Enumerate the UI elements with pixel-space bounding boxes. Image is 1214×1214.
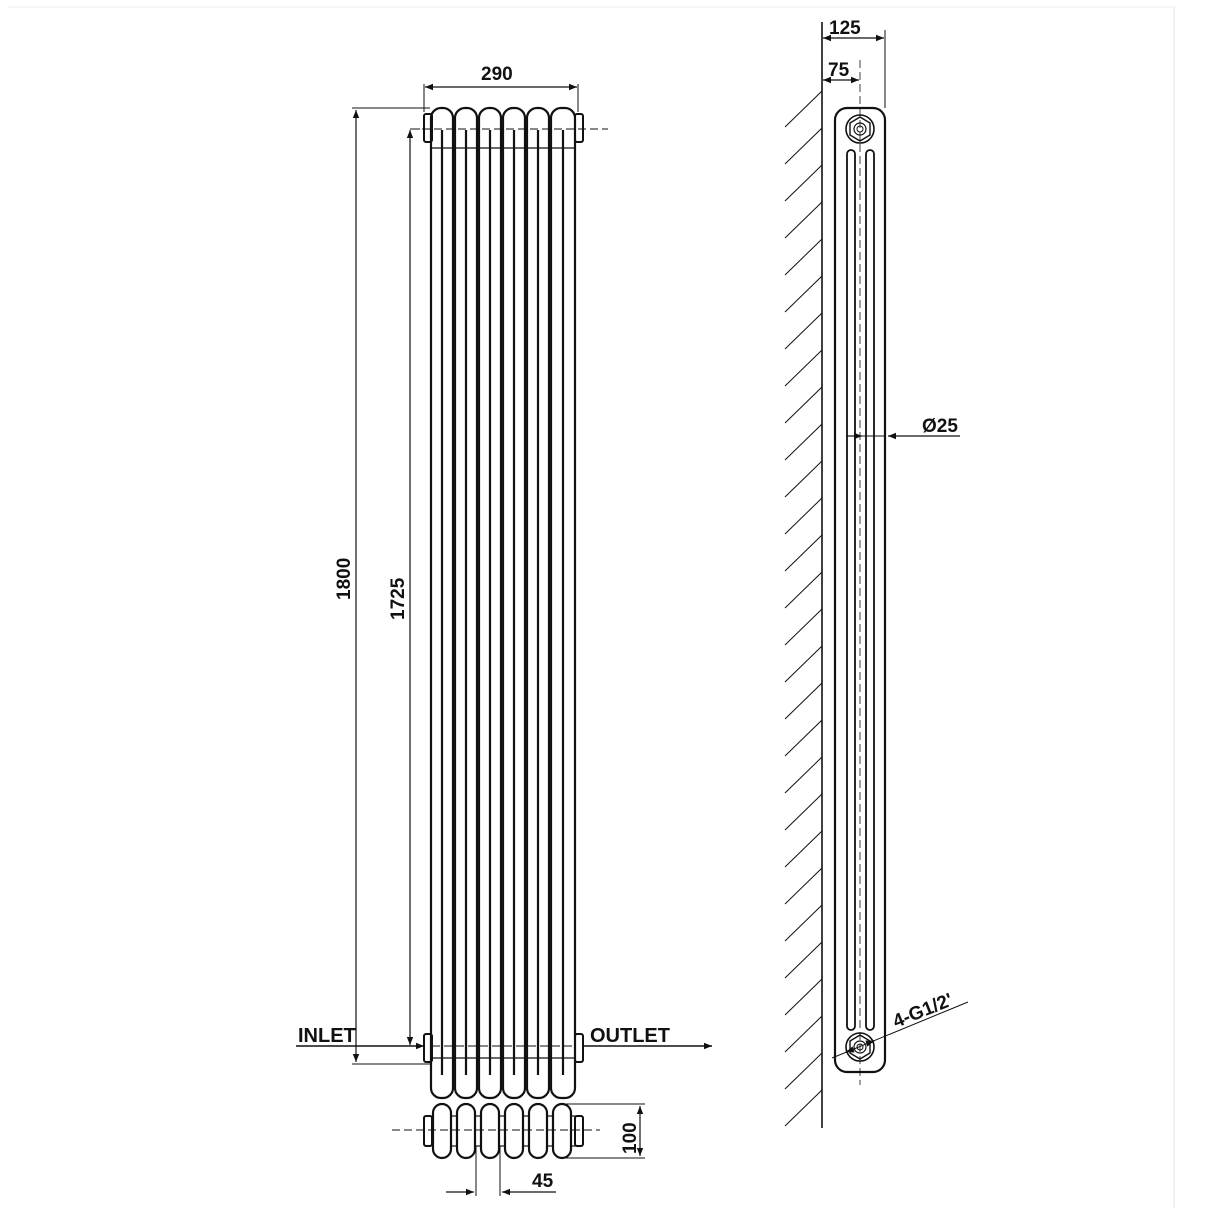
pipe-centres-dimension-label: 1725 bbox=[388, 577, 409, 620]
overall-depth-label: 125 bbox=[829, 18, 861, 39]
height-dimension-label: 1800 bbox=[334, 558, 355, 600]
width-dimension-label: 290 bbox=[481, 64, 513, 85]
wall-to-centre-label: 75 bbox=[828, 60, 850, 81]
radiator-columns bbox=[429, 106, 577, 1100]
plan-view bbox=[392, 1102, 645, 1196]
tube-diameter-label: Ø25 bbox=[922, 416, 958, 437]
side-view bbox=[784, 22, 969, 1128]
drawing-frame bbox=[8, 6, 1175, 1208]
column-pitch-label: 45 bbox=[532, 1171, 554, 1192]
front-view bbox=[296, 83, 712, 1100]
connection-thread-label: 4-G1/2' bbox=[890, 990, 956, 1033]
wall-hatching bbox=[784, 90, 823, 1127]
inlet-label: INLET bbox=[298, 1025, 356, 1047]
depth-dimension-label: 100 bbox=[620, 1122, 641, 1154]
outlet-label: OUTLET bbox=[590, 1025, 670, 1047]
